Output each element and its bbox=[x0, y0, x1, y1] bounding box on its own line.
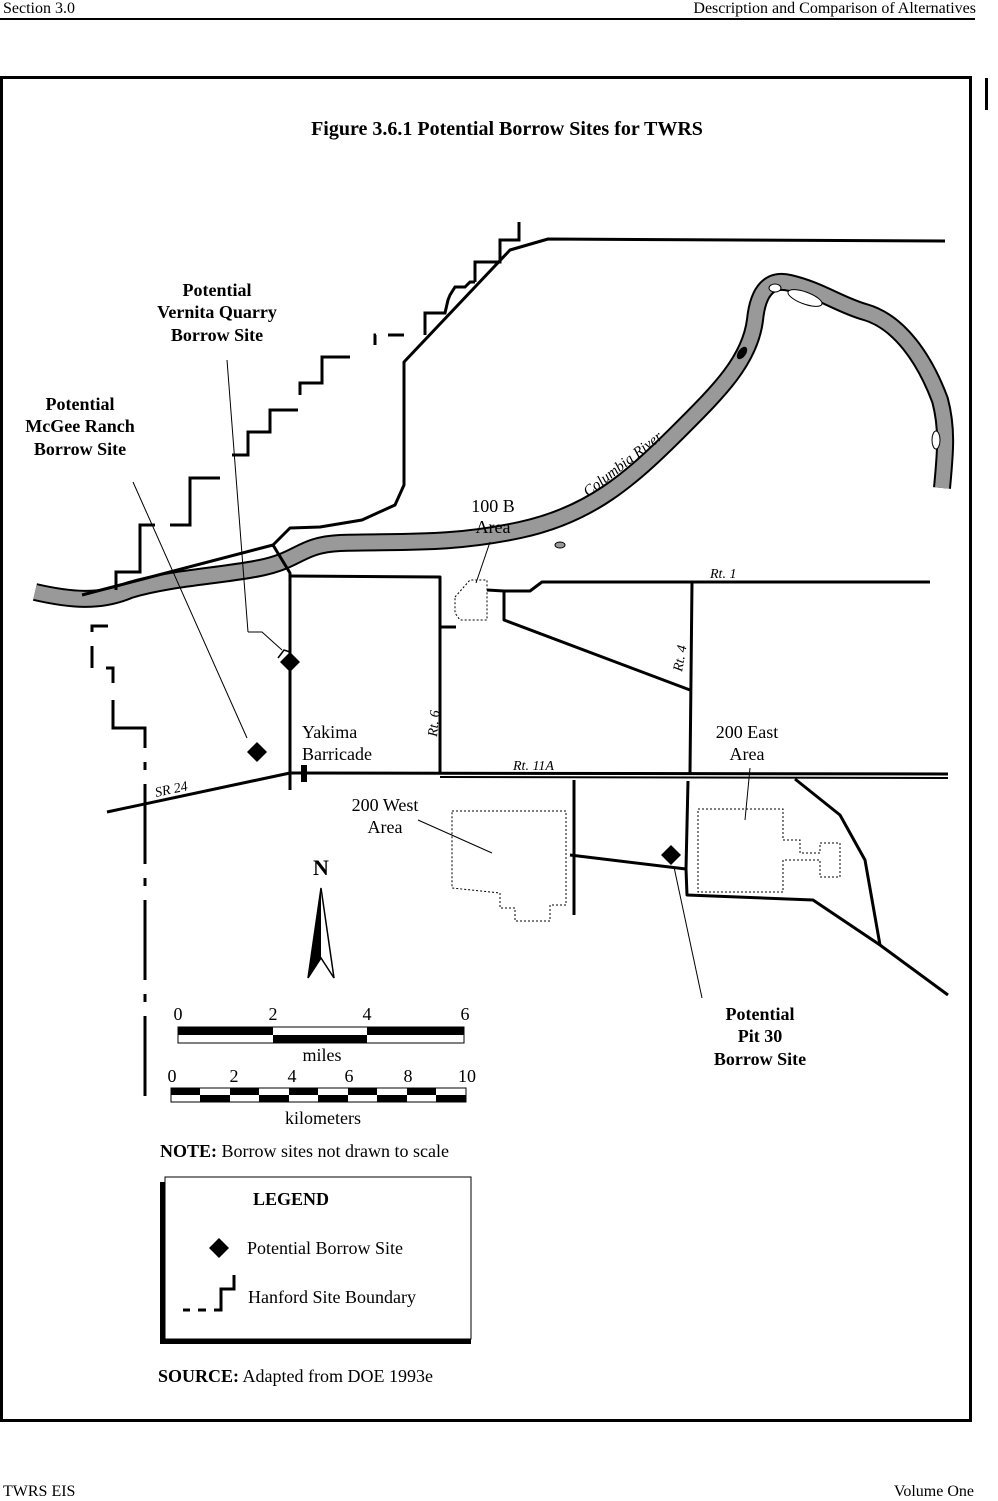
miles-bar bbox=[177, 1026, 465, 1044]
area-200e-label-line2: Area bbox=[730, 744, 765, 764]
area-200w-label-line1: 200 West bbox=[352, 795, 419, 815]
hanford-site-boundary bbox=[90, 222, 521, 1100]
pit30-diamond-icon bbox=[661, 845, 681, 865]
miles-tick-6: 6 bbox=[461, 1004, 470, 1024]
mcgee-label-line1: Potential bbox=[46, 394, 115, 414]
area-200e-outline bbox=[697, 808, 841, 893]
yakima-label-line1: Yakima bbox=[302, 722, 357, 742]
note: NOTE: Borrow sites not drawn to scale bbox=[160, 1141, 449, 1161]
yakima-label-line2: Barricade bbox=[302, 744, 372, 764]
figure-frame bbox=[0, 76, 972, 1422]
legend-title: LEGEND bbox=[253, 1189, 329, 1209]
km-tick-4: 4 bbox=[288, 1066, 297, 1086]
borrow-site-labels: Potential Vernita Quarry Borrow Site Pot… bbox=[25, 280, 806, 1069]
legend: LEGEND Potential Borrow Site Hanford Sit… bbox=[160, 1176, 472, 1344]
pit30-label-line1: Potential bbox=[726, 1004, 795, 1024]
miles-label: miles bbox=[303, 1045, 342, 1065]
header-rule bbox=[0, 18, 975, 20]
mcgee-label-line3: Borrow Site bbox=[34, 439, 126, 459]
pit30-label-line2: Pit 30 bbox=[738, 1026, 783, 1046]
change-bar bbox=[985, 78, 988, 110]
rt6-label: Rt. 6 bbox=[426, 710, 443, 739]
header-chapter-title: Description and Comparison of Alternativ… bbox=[693, 0, 976, 17]
km-label: kilometers bbox=[285, 1108, 361, 1128]
area-outlines bbox=[451, 579, 841, 922]
figure-title: Figure 3.6.1 Potential Borrow Sites for … bbox=[311, 118, 703, 140]
miles-ticks: 0 2 4 6 bbox=[174, 1004, 470, 1024]
vernita-quarry-diamond-icon bbox=[280, 652, 300, 672]
km-tick-0: 0 bbox=[168, 1066, 177, 1086]
yakima-barricade-marker bbox=[301, 765, 307, 782]
north-arrow-label: N bbox=[313, 855, 329, 880]
km-tick-6: 6 bbox=[345, 1066, 354, 1086]
diamond-icon bbox=[209, 1238, 229, 1258]
sr24-label: SR 24 bbox=[154, 779, 189, 801]
area-100b-label-line1: 100 B bbox=[471, 496, 515, 516]
source-bold: SOURCE: bbox=[158, 1366, 239, 1386]
mcgee-label-line2: McGee Ranch bbox=[25, 416, 134, 436]
vernita-label-line2: Vernita Quarry bbox=[157, 302, 277, 322]
boundary-icon bbox=[183, 1275, 236, 1312]
area-100b-outline bbox=[454, 579, 488, 621]
leader-lines bbox=[132, 359, 751, 999]
columbia-river bbox=[32, 272, 955, 608]
km-tick-8: 8 bbox=[404, 1066, 413, 1086]
miles-tick-2: 2 bbox=[269, 1004, 278, 1024]
area-200w-outline bbox=[451, 810, 567, 922]
vernita-label-line3: Borrow Site bbox=[171, 325, 263, 345]
note-text: Borrow sites not drawn to scale bbox=[217, 1141, 449, 1161]
header-section: Section 3.0 bbox=[3, 0, 75, 17]
area-100b-label-line2: Area bbox=[476, 517, 511, 537]
pit30-label-line3: Borrow Site bbox=[714, 1049, 806, 1069]
road-labels: Rt. 1 Rt. 4 Rt. 6 Rt. 11A SR 24 bbox=[154, 567, 737, 801]
borrow-site-markers bbox=[247, 649, 681, 865]
footer-document: TWRS EIS bbox=[3, 1483, 76, 1500]
legend-item-borrow-site: Potential Borrow Site bbox=[247, 1238, 403, 1258]
km-tick-10: 10 bbox=[458, 1066, 476, 1086]
footer-volume: Volume One bbox=[893, 1483, 974, 1500]
km-bar bbox=[170, 1087, 467, 1103]
legend-item-site-boundary: Hanford Site Boundary bbox=[248, 1287, 416, 1307]
mcgee-ranch-diamond-icon bbox=[247, 742, 267, 762]
km-ticks: 0 2 4 6 8 10 bbox=[168, 1066, 477, 1086]
road-network bbox=[81, 237, 949, 997]
area-200e-label-line1: 200 East bbox=[716, 722, 779, 742]
yakima-label: Yakima Barricade bbox=[302, 722, 372, 764]
scale-bars: 0 2 4 6 miles 0 2 4 6 8 10 bbox=[168, 1004, 477, 1128]
note-bold: NOTE: bbox=[160, 1141, 217, 1161]
source: SOURCE: Adapted from DOE 1993e bbox=[158, 1366, 433, 1386]
area-labels: 100 B Area 200 West Area 200 East Area bbox=[352, 496, 779, 837]
rt11a-label: Rt. 11A bbox=[512, 759, 554, 774]
area-200w-label-line2: Area bbox=[368, 817, 403, 837]
rt4-label: Rt. 4 bbox=[671, 644, 691, 674]
north-arrow-icon: N bbox=[307, 855, 335, 979]
km-tick-2: 2 bbox=[230, 1066, 239, 1086]
miles-tick-0: 0 bbox=[174, 1004, 183, 1024]
miles-tick-4: 4 bbox=[363, 1004, 372, 1024]
vernita-label-line1: Potential bbox=[183, 280, 252, 300]
source-text: Adapted from DOE 1993e bbox=[239, 1366, 433, 1386]
rt1-label: Rt. 1 bbox=[709, 567, 736, 582]
